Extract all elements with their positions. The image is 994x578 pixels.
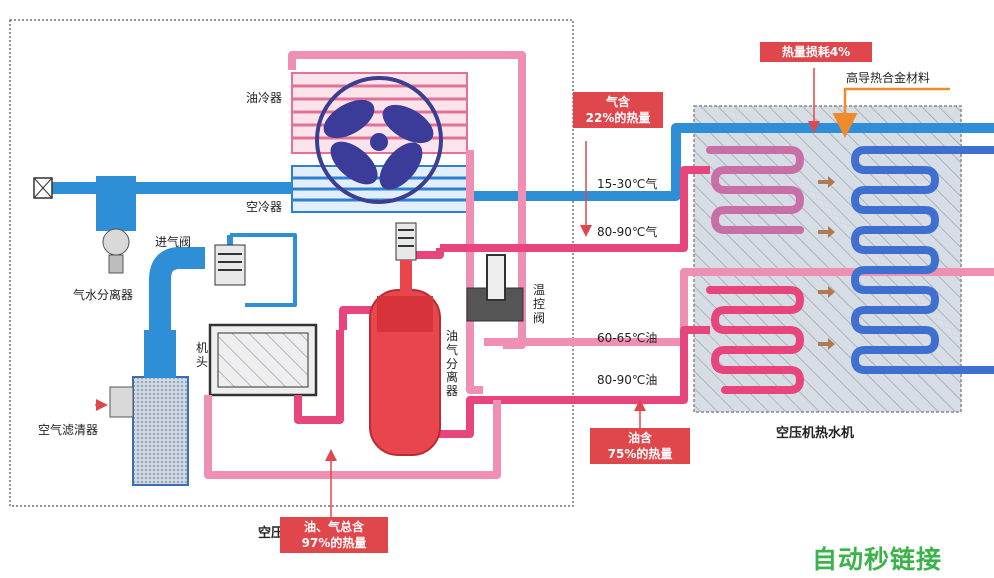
- cooling-fan: [315, 76, 443, 204]
- oil-cooler-label: 油冷器: [246, 91, 283, 105]
- material-pointer-arrow: [832, 87, 950, 138]
- heat-transfer-arrows: [818, 176, 835, 350]
- loss-callout: 热量损耗4%: [760, 42, 872, 63]
- total-heat-callout-line2: 97%的热量: [301, 536, 367, 551]
- air-filter-label: 空气滤清器: [38, 423, 99, 437]
- oil-heat-callout: 油含 75%的热量: [590, 428, 690, 465]
- air-filter: [109, 330, 189, 486]
- intake-valve: [214, 244, 246, 286]
- intake-valve-label: 进气阀: [155, 235, 192, 249]
- oil-heat-callout-line1: 油含: [627, 431, 652, 445]
- thermostatic-valve: [466, 254, 524, 322]
- oil-pipes: [204, 51, 994, 479]
- oil-hot-line-label: 80-90℃油: [597, 373, 658, 387]
- material-label: 高导热合金材料: [846, 71, 931, 85]
- gas-heat-callout: 气含 22%的热量: [573, 92, 663, 129]
- heat-recovery-title: 空压机热水机: [776, 426, 855, 441]
- air-cooler-label: 空冷器: [246, 200, 283, 214]
- loss-callout-text: 热量损耗4%: [781, 45, 851, 59]
- gas-hot-line-label: 80-90℃气: [597, 225, 658, 239]
- air-end-label: 机头: [196, 341, 209, 369]
- oil-gas-separator-tank: [369, 222, 441, 456]
- air-cooler: [291, 165, 468, 213]
- thermostatic-valve-label: 温控阀: [533, 283, 546, 325]
- gas-heat-callout-line1: 气含: [605, 95, 630, 109]
- water-separator: [96, 176, 136, 274]
- watermark: 自动秒链接: [812, 545, 943, 574]
- gas-cold-line-label: 15-30℃气: [597, 177, 658, 191]
- oil-warm-line-label: 60-65℃油: [597, 331, 658, 345]
- air-end: [208, 323, 318, 397]
- oil-gas-separator-label: 油气分离器: [446, 329, 459, 399]
- oil-cooler: [291, 72, 468, 154]
- outlet-valve-icon: [33, 177, 53, 199]
- callout-arrows: [325, 68, 820, 520]
- water-separator-label: 气水分离器: [73, 288, 134, 302]
- oil-heat-callout-line2: 75%的热量: [607, 447, 673, 462]
- gas-heat-callout-line2: 22%的热量: [585, 111, 651, 126]
- heat-recovery-box: [693, 105, 962, 413]
- compressor-boundary: [9, 19, 574, 507]
- total-heat-callout-line1: 油、气总含: [303, 520, 364, 534]
- heat-exchanger-coils: [706, 146, 994, 394]
- total-heat-callout: 油、气总含 97%的热量: [280, 517, 388, 554]
